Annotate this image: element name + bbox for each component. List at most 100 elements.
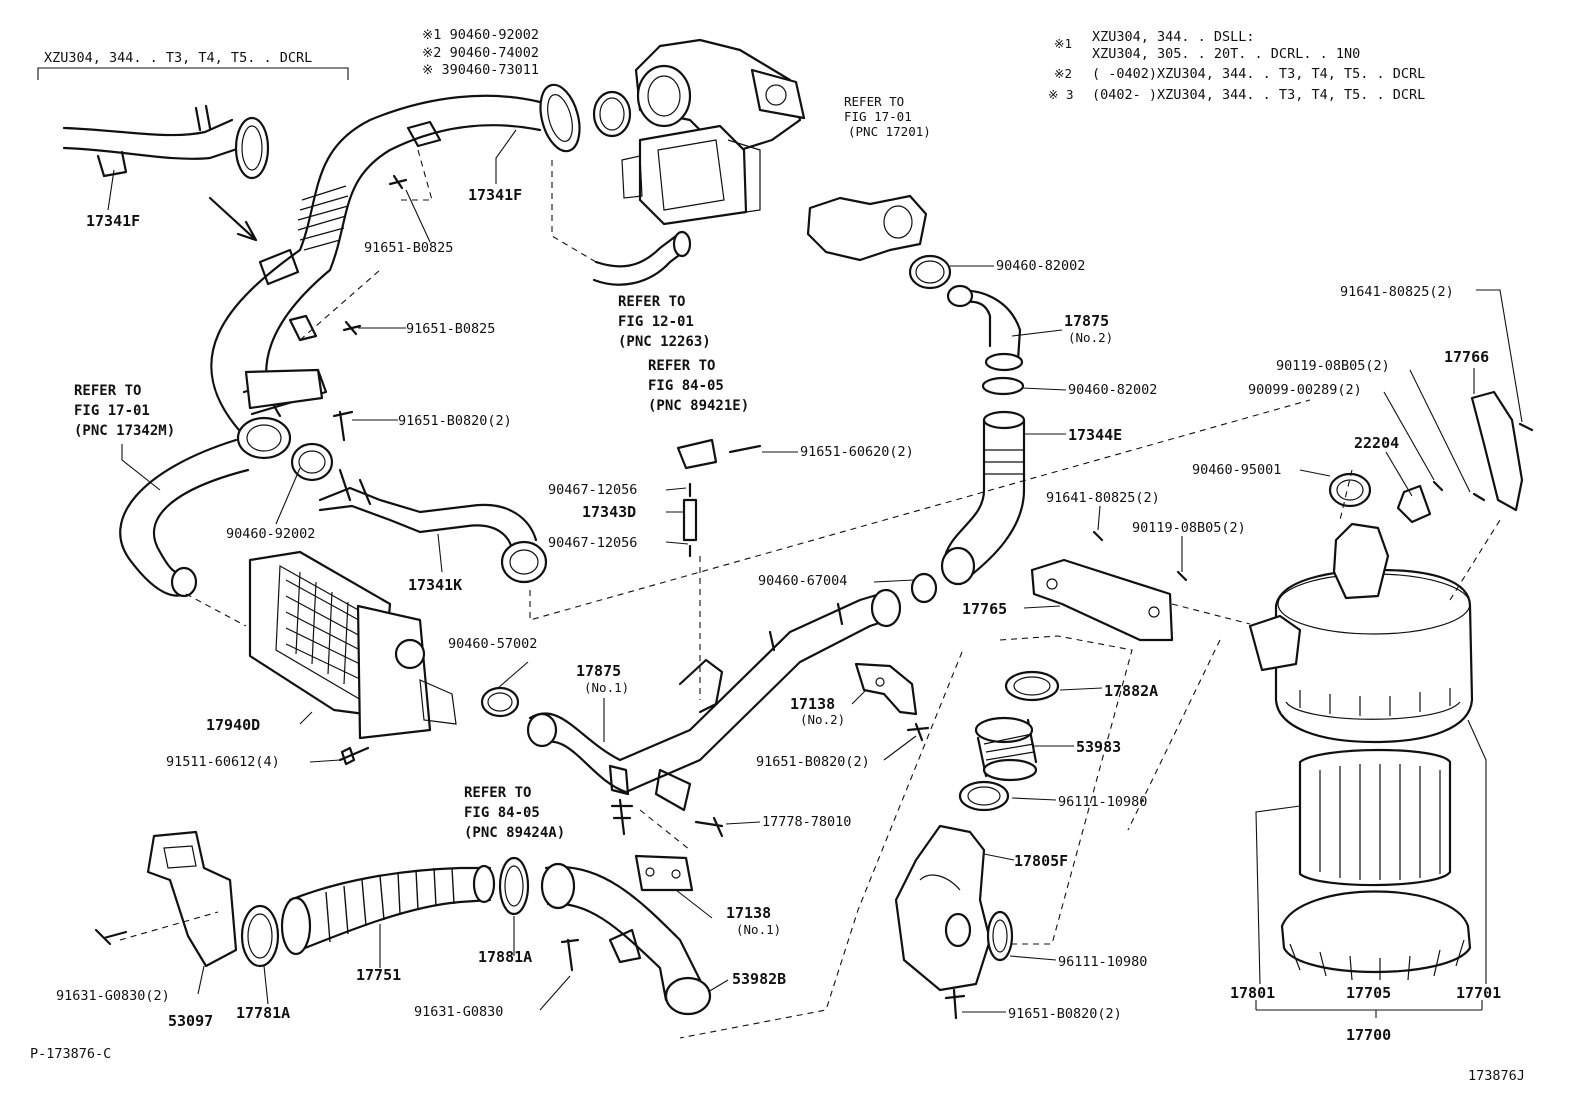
pipe-17875-no1	[526, 588, 902, 812]
label-90460-67004: 90460-67004	[758, 573, 847, 589]
hose-17344e	[940, 410, 1026, 586]
label-17138-no1: 17138	[726, 904, 771, 922]
label-17341k: 17341K	[408, 576, 462, 594]
housing-upper-right	[806, 194, 928, 262]
svg-text:(PNC 89424A): (PNC 89424A)	[464, 825, 565, 841]
hose-53983	[974, 716, 1038, 782]
clamp-90460-92002	[290, 442, 334, 482]
label-17778-78010: 17778-78010	[762, 814, 851, 830]
svg-text:REFER TO: REFER TO	[618, 294, 685, 310]
bolt-91651-b0825-b	[342, 320, 362, 336]
label-17875-no1-sub: (No.1)	[584, 680, 629, 695]
label-90460-57002: 90460-57002	[448, 636, 537, 652]
note-3: ※ 390460-73011	[422, 62, 539, 78]
bolt-17778	[694, 816, 724, 838]
label-91651-b0820-2b: 91651-B0820(2)	[756, 754, 870, 770]
hose-53982b	[540, 862, 712, 1016]
label-53982b: 53982B	[732, 970, 786, 988]
svg-text:FIG 17-01: FIG 17-01	[74, 403, 150, 419]
label-91511-60612: 91511-60612(4)	[166, 754, 280, 770]
label-90467-12056-a: 90467-12056	[548, 482, 637, 498]
svg-text:REFER TO: REFER TO	[74, 383, 141, 399]
svg-text:(PNC 17201): (PNC 17201)	[848, 124, 931, 139]
intercooler-17940d	[248, 550, 457, 740]
sensor-89424a	[610, 798, 634, 836]
label-90460-92002: 90460-92002	[226, 526, 315, 542]
bolt-91631-left	[94, 928, 128, 946]
svg-text:FIG 17-01: FIG 17-01	[844, 109, 912, 124]
label-17882a: 17882A	[1104, 682, 1158, 700]
label-90099-00289: 90099-00289(2)	[1248, 382, 1362, 398]
label-91651-b0825-b: 91651-B0825	[406, 321, 495, 337]
label-17875-no2-sub: (No.2)	[1068, 330, 1113, 345]
label-90119-08b05-center: 90119-08B05(2)	[1132, 520, 1246, 536]
clamp-96111-10980-a	[958, 780, 1010, 812]
sensor-53097	[146, 830, 238, 968]
bolt-91651-bottom	[944, 988, 966, 1020]
clamp-90460-67004	[910, 572, 938, 604]
bracket-17766	[1470, 390, 1524, 512]
bolt-90119-center	[1176, 570, 1188, 582]
note-2: ※2 90460-74002	[422, 45, 539, 61]
sensor-22204	[1396, 484, 1432, 524]
label-91641-80825-right: 91641-80825(2)	[1340, 284, 1454, 300]
clamp-top-turbo	[592, 90, 632, 138]
clamp-17781a	[240, 904, 280, 968]
clamp-17881a	[498, 856, 530, 916]
clamp-17882a	[1004, 670, 1060, 702]
label-90460-82002-b: 90460-82002	[1068, 382, 1157, 398]
svg-text:FIG 84-05: FIG 84-05	[648, 378, 724, 394]
label-17341f-top: 17341F	[468, 186, 522, 204]
bolt-91641-center	[1092, 530, 1104, 542]
label-91651-60620: 91651-60620(2)	[800, 444, 914, 460]
svg-text:(PNC 89421E): (PNC 89421E)	[648, 398, 749, 414]
svg-text:REFER TO: REFER TO	[844, 94, 904, 109]
legend-mark-2: ※2	[1054, 66, 1072, 81]
bracket-17765	[1030, 558, 1174, 642]
hose-left-return	[119, 438, 250, 597]
bolt-91651-b0825-a	[388, 174, 408, 190]
footer-code-right: 173876J	[1468, 1068, 1525, 1084]
label-17700: 17700	[1346, 1026, 1391, 1044]
clamp-90460-57002	[480, 686, 520, 718]
label-90119-08b05-right: 90119-08B05(2)	[1276, 358, 1390, 374]
label-22204: 22204	[1354, 434, 1399, 452]
footer-code-left: P-173876-C	[30, 1046, 111, 1062]
legend-mark-3: ※ 3	[1048, 87, 1074, 102]
pipe-17341f-left	[62, 104, 270, 180]
legend-line-3: ( -0402)XZU304, 344. . T3, T4, T5. . DCR…	[1092, 66, 1425, 82]
label-17875-no2: 17875	[1064, 312, 1109, 330]
hose-elbow-small	[592, 234, 688, 286]
label-17705: 17705	[1346, 984, 1391, 1002]
label-17344e: 17344E	[1068, 426, 1122, 444]
label-91631-g0830: 91631-G0830	[414, 1004, 503, 1020]
label-17138-no2: 17138	[790, 695, 835, 713]
legend-mark-1: ※1	[1054, 36, 1072, 51]
label-17138-no2-sub: (No.2)	[800, 712, 845, 727]
flow-arrow-icon	[208, 196, 258, 242]
label-96111-10980-b: 96111-10980	[1058, 954, 1147, 970]
turbocharger	[621, 38, 806, 226]
bracket-17138-no2	[854, 662, 918, 716]
clamp-96111-10980-b	[986, 910, 1014, 962]
svg-text:REFER TO: REFER TO	[464, 785, 531, 801]
label-17766: 17766	[1444, 348, 1489, 366]
bolt-90099	[1432, 480, 1444, 492]
model-header: XZU304, 344. . T3, T4, T5. . DCRL	[44, 50, 312, 66]
label-90467-12056-b: 90467-12056	[548, 535, 637, 551]
refer-turbo: REFER TO FIG 17-01 (PNC 17201)	[844, 94, 931, 139]
svg-text:FIG 84-05: FIG 84-05	[464, 805, 540, 821]
refer-12-01: REFER TO FIG 12-01 (PNC 12263)	[618, 294, 711, 350]
bolt-91631-center	[560, 938, 580, 972]
label-17765: 17765	[962, 600, 1007, 618]
label-17343d: 17343D	[582, 503, 636, 521]
clamp-90460-82002-a	[908, 254, 952, 290]
bolt-90119-right	[1472, 492, 1486, 502]
refer-84-05-top: REFER TO FIG 84-05 (PNC 89421E)	[648, 358, 749, 414]
bolt-91651-b0820	[332, 410, 354, 442]
hose-17875-no2	[946, 284, 1024, 372]
note-1: ※1 90460-92002	[422, 27, 539, 43]
label-17940d: 17940D	[206, 716, 260, 734]
label-91651-b0820-2c: 91651-B0820(2)	[1008, 1006, 1122, 1022]
label-91641-80825-center: 91641-80825(2)	[1046, 490, 1160, 506]
